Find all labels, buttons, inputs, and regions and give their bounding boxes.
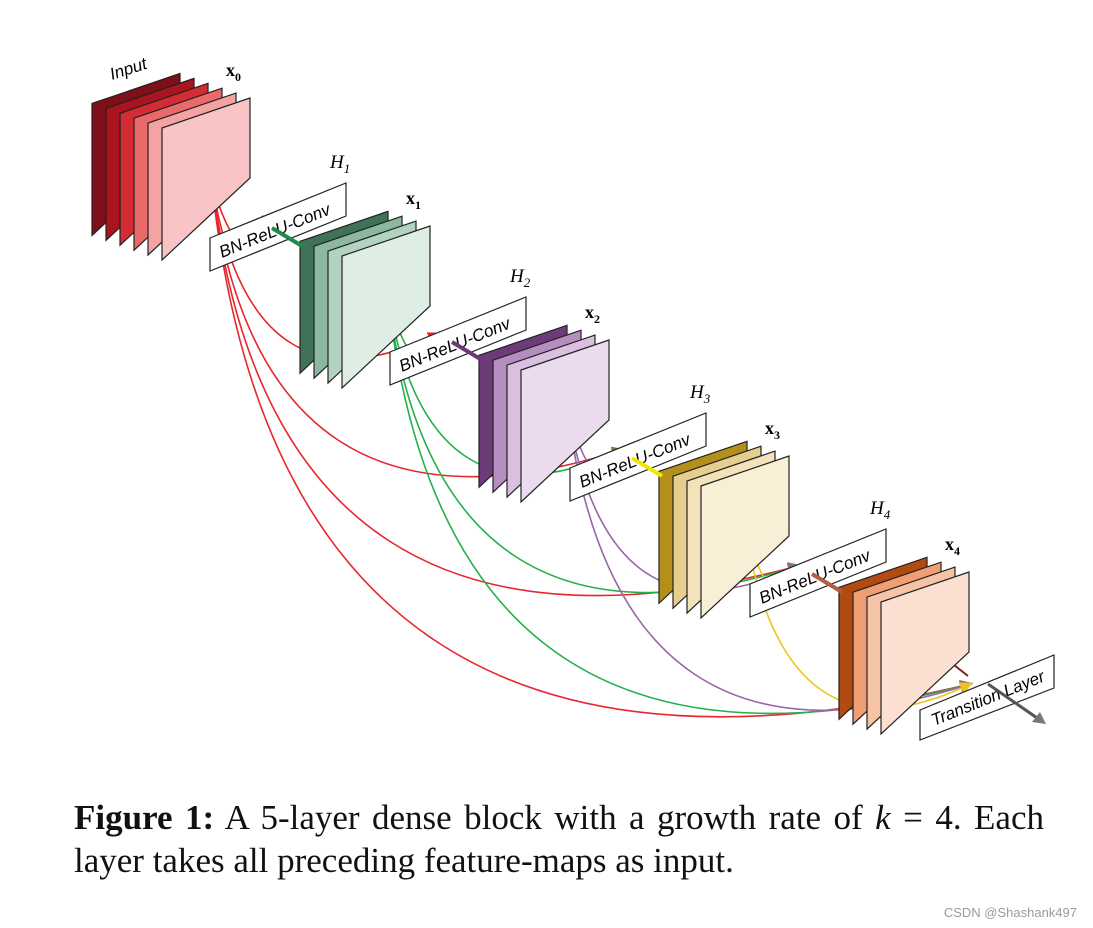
layer-name-label: H2	[509, 266, 531, 290]
layer-output-arrow	[270, 226, 304, 248]
layer-name-label: H1	[329, 152, 350, 176]
feature-map-stack-2	[478, 324, 610, 504]
feature-map-label: x0	[226, 60, 241, 84]
feature-map-label: x2	[585, 302, 600, 326]
feature-map-plane	[161, 97, 251, 262]
feature-map-plane	[700, 455, 790, 620]
layer-output-arrow	[630, 456, 664, 478]
layer-name-label: H3	[689, 382, 711, 406]
feature-map-stack-0	[91, 72, 251, 262]
caption-text-end: = 4. Each layer takes all preceding feat…	[74, 798, 1044, 880]
layer-output-arrow	[810, 572, 844, 594]
feature-map-plane	[520, 339, 610, 504]
feature-map-label: x3	[765, 418, 780, 442]
feature-map-label: x4	[945, 534, 960, 558]
transition-arrowhead	[1032, 712, 1046, 724]
transition-arrow	[987, 682, 1041, 722]
watermark: CSDN @Shashank497	[943, 905, 1077, 920]
figure-caption: Figure 1: A 5-layer dense block with a g…	[74, 796, 1044, 882]
layer-box	[749, 528, 887, 618]
transition-layer-box	[919, 654, 1055, 741]
dense-connection	[211, 183, 974, 718]
transition-layer-label: Transition Layer	[928, 666, 1048, 729]
layer-name-label: H4	[869, 498, 891, 522]
feature-map-label: x1	[406, 188, 421, 212]
feature-map-stack-4	[838, 556, 970, 736]
feature-map-stacks	[91, 72, 970, 736]
input-label: Input	[107, 54, 150, 84]
caption-lead: Figure 1:	[74, 798, 215, 837]
feature-map-stack-1	[299, 210, 431, 390]
feature-map-plane	[880, 571, 970, 736]
caption-text: A 5-layer dense block with a growth rate…	[224, 798, 863, 837]
layer-output-arrow	[450, 340, 484, 362]
layer-box	[569, 412, 707, 502]
caption-math: k	[875, 798, 891, 837]
feature-map-stack-3	[658, 440, 790, 620]
feature-map-plane	[341, 225, 431, 390]
dense-block-diagram: BN-ReLU-ConvBN-ReLU-ConvBN-ReLU-ConvBN-R…	[91, 54, 1055, 741]
layer-box	[209, 182, 347, 272]
layer-box	[389, 296, 527, 386]
